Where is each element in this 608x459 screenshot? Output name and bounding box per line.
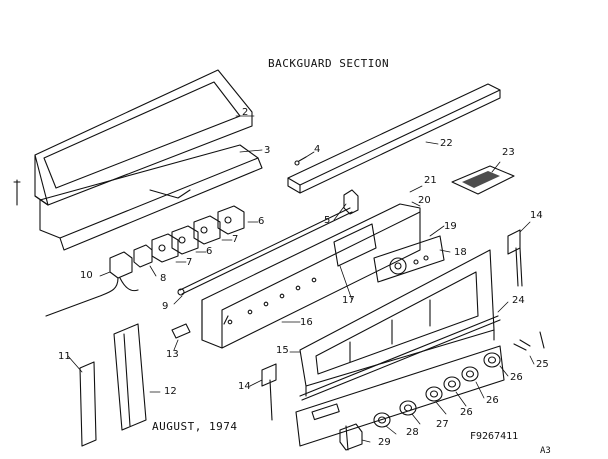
callout-6b: 6 — [206, 246, 213, 257]
callout-2: 2 — [242, 107, 249, 118]
callout-10: 10 — [80, 270, 93, 281]
side-bracket-part-12 — [113, 323, 147, 431]
callout-26a: 26 — [510, 372, 523, 383]
callout-27: 27 — [436, 419, 449, 430]
callout-14a: 14 — [530, 210, 543, 221]
callout-22: 22 — [440, 138, 453, 149]
callout-7b: 7 — [186, 257, 193, 268]
top-strip-part-22 — [287, 83, 501, 194]
callout-7a: 7 — [232, 234, 239, 245]
back-panel-part-2 — [34, 69, 253, 206]
callout-23: 23 — [502, 147, 515, 158]
rotary-switch-part-29 — [339, 423, 363, 451]
diagram-title: BACKGUARD SECTION — [268, 57, 390, 70]
revision-code: A3 — [540, 446, 551, 456]
screws-part-25 — [513, 331, 545, 351]
callout-8: 8 — [160, 273, 167, 284]
leader-lines — [67, 115, 535, 443]
trim-strip-part-24 — [299, 315, 501, 401]
clip-part-13 — [171, 323, 191, 339]
screw-part-4 — [294, 156, 307, 166]
callout-21: 21 — [424, 175, 437, 186]
rod-part-9 — [177, 207, 353, 296]
callout-16: 16 — [300, 317, 313, 328]
control-panel-part-20 — [201, 203, 421, 349]
callout-20: 20 — [418, 195, 431, 206]
bracket-part-14-right — [507, 229, 523, 287]
clock-module-part-19 — [373, 235, 445, 283]
callout-25: 25 — [536, 359, 549, 370]
callout-24: 24 — [512, 295, 525, 306]
switch-blocks — [151, 205, 245, 263]
callout-26d: 26 — [460, 407, 473, 418]
part-number: F9267411 — [470, 431, 519, 442]
callout-19: 19 — [444, 221, 457, 232]
diagram-date: AUGUST, 1974 — [152, 420, 238, 433]
callout-28: 28 — [406, 427, 419, 438]
clip-part-5 — [343, 189, 359, 215]
callout-6a: 6 — [258, 216, 265, 227]
lower-trim-part-3 — [39, 144, 263, 251]
nameplate-part-23 — [451, 165, 515, 195]
callout-9: 9 — [162, 301, 169, 312]
knobs — [373, 352, 501, 428]
callout-3: 3 — [264, 145, 271, 156]
timer-part-10 — [45, 244, 153, 317]
screw-left — [13, 179, 21, 206]
callout-13: 13 — [166, 349, 179, 360]
callout-14b: 14 — [238, 381, 251, 392]
glass-panel-part-15 — [299, 249, 495, 397]
callout-4: 4 — [314, 144, 321, 155]
callout-11: 11 — [58, 351, 71, 362]
lower-control-panel — [295, 345, 505, 447]
callout-17: 17 — [342, 295, 355, 306]
callout-15: 15 — [276, 345, 289, 356]
callout-18: 18 — [454, 247, 467, 258]
callout-29: 29 — [378, 437, 391, 448]
bracket-part-14-lower — [261, 363, 277, 421]
callout-26b: 26 — [486, 395, 499, 406]
side-bracket-part-11 — [79, 361, 97, 447]
callout-12: 12 — [164, 386, 177, 397]
callout-5: 5 — [324, 215, 331, 226]
